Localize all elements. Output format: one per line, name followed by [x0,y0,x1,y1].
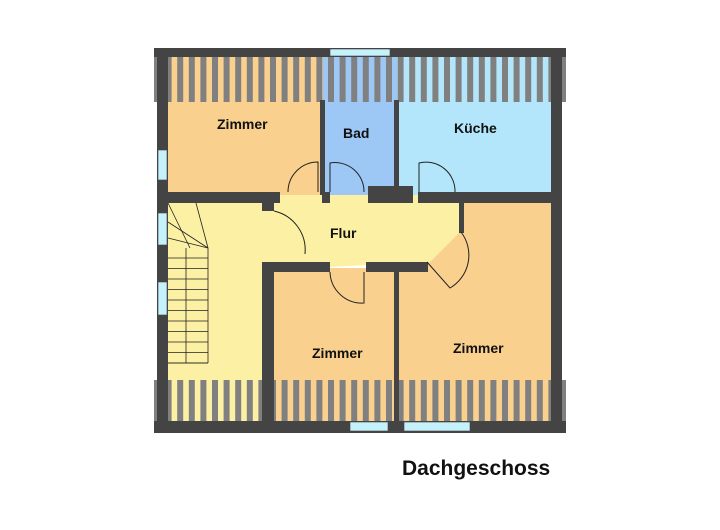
rafter [525,48,532,102]
door-kueche [418,161,456,193]
rafter [258,380,265,433]
rafter [212,380,218,433]
door-bad [329,162,365,193]
rafter [560,48,566,102]
rafter [246,380,253,433]
rafter [502,380,508,433]
rafter [177,380,184,433]
door-stair [273,210,306,255]
rafter [362,48,369,102]
rafter [165,380,172,433]
rafter [281,48,288,102]
rafter [420,380,427,433]
rafter [188,48,195,102]
door-zimmer-top-left [287,161,319,193]
rafter [513,48,520,102]
room-label-zimmer-right: Zimmer [453,340,504,356]
room-flur [268,195,460,270]
rafter [293,48,300,102]
rafter [513,380,520,433]
doors [273,161,470,304]
rafter [304,380,311,433]
windows [157,48,471,432]
rafter [432,380,439,433]
rafter [246,48,253,102]
stair-line [167,237,209,249]
window [157,281,168,316]
rafter [444,48,450,102]
room-label-zimmer-top-left: Zimmer [217,116,268,132]
staircase [167,202,209,364]
stair-line [167,202,191,249]
rafter [351,380,358,433]
rafter [188,380,195,433]
room-label-bad: Bad [343,125,369,141]
rafter [235,48,242,102]
rafter [525,380,532,433]
rafter [397,380,404,433]
rafter [490,380,497,433]
door-zimmer-right [426,231,470,289]
rafter [281,380,288,433]
rafter [536,48,543,102]
rafter [339,48,346,102]
rafter [490,48,497,102]
rafter [455,48,462,102]
window [157,212,168,246]
rafter [339,380,346,433]
rafter [374,380,381,433]
rafter [560,380,566,433]
rafter [397,48,404,102]
rafter [177,48,184,102]
rafter [386,380,392,433]
rafter [478,380,485,433]
rafter [444,380,450,433]
door-zimmer-bottom-middle [329,271,365,304]
rafter [212,48,218,102]
rafter [304,48,311,102]
window [329,48,391,57]
rafter [409,380,416,433]
rafter [409,48,416,102]
rafter [362,380,369,433]
rafter [165,48,172,102]
room-bad [323,50,397,195]
rafter [293,380,300,433]
stair-line [195,202,209,249]
rafter [420,48,427,102]
room-label-flur: Flur [330,225,357,241]
rafter [223,48,230,102]
rafter [536,380,543,433]
stair-line [167,221,209,249]
window [403,421,471,432]
rafter [270,48,276,102]
rafter [467,48,474,102]
rafter [235,380,242,433]
rafter [200,380,207,433]
rafter [374,48,381,102]
rafter [467,380,474,433]
rafter [200,48,207,102]
room-label-zimmer-bottom-middle: Zimmer [312,345,363,361]
room-label-kueche: Küche [454,120,497,136]
rafter [386,48,392,102]
rafter [478,48,485,102]
window [349,421,389,432]
rafter [258,48,265,102]
rafter [316,380,323,433]
rafter [328,48,334,102]
rafter [502,48,508,102]
window [157,149,168,181]
rafter [351,48,358,102]
floor-title: Dachgeschoss [402,457,551,480]
rafter [316,48,323,102]
rafter [432,48,439,102]
room-zimmer-right [396,200,557,431]
rafter [328,380,334,433]
rafter [455,380,462,433]
rafter [223,380,230,433]
